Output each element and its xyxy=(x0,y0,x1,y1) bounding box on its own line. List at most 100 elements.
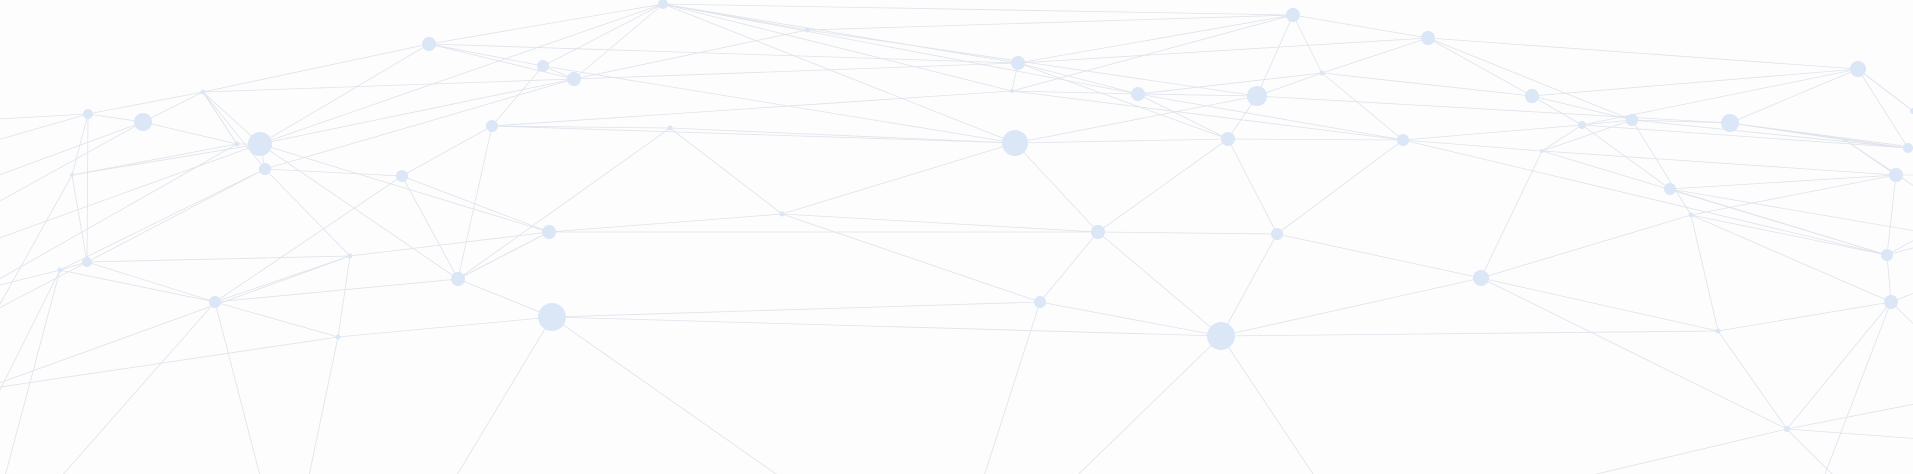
network-node xyxy=(1131,87,1145,101)
network-link xyxy=(1581,119,1633,126)
network-link xyxy=(0,174,73,305)
network-link xyxy=(457,231,550,280)
network-node xyxy=(1011,56,1025,70)
network-link xyxy=(428,43,1019,64)
network-link xyxy=(1690,214,1719,332)
network-link xyxy=(1402,139,1543,152)
network-link xyxy=(1631,119,1909,149)
network-link xyxy=(142,121,238,145)
network-link xyxy=(0,255,351,384)
network-link xyxy=(87,91,204,115)
network-link xyxy=(548,213,783,233)
network-link xyxy=(1480,277,1788,430)
network-link xyxy=(1531,95,1633,121)
network-node xyxy=(422,37,436,51)
network-node xyxy=(70,173,74,177)
network-node xyxy=(779,211,785,217)
network-node xyxy=(1421,31,1435,45)
network-link xyxy=(1886,240,1913,256)
network-node xyxy=(347,253,353,259)
network-node xyxy=(1207,322,1235,350)
network-link xyxy=(202,43,430,93)
network-link xyxy=(62,301,216,474)
network-link xyxy=(1137,93,1404,141)
network-link xyxy=(71,113,89,176)
network-link xyxy=(1014,138,1229,144)
network-node xyxy=(1850,61,1866,77)
network-link xyxy=(542,65,1016,144)
network-node xyxy=(1091,225,1105,239)
network-link xyxy=(573,62,1019,80)
network-link xyxy=(1890,293,1913,303)
network-link xyxy=(0,121,144,202)
network-link xyxy=(1220,330,1719,337)
network-link xyxy=(0,143,261,239)
network-link xyxy=(1480,214,1692,279)
network-link xyxy=(1321,72,1404,141)
network-link xyxy=(1786,301,1892,430)
network-link xyxy=(86,113,89,263)
network-link xyxy=(259,143,550,233)
network-node xyxy=(134,113,152,131)
network-link xyxy=(1427,37,1633,121)
network-link xyxy=(491,125,1016,144)
network-node xyxy=(1884,295,1898,309)
network-link xyxy=(1078,335,1222,474)
network-node xyxy=(1903,143,1913,153)
network-node xyxy=(538,303,566,331)
network-node xyxy=(1626,114,1638,126)
network-link xyxy=(551,316,1222,337)
network-link xyxy=(0,113,89,140)
network-link xyxy=(337,255,351,338)
network-link xyxy=(491,90,1013,127)
network-link xyxy=(1729,122,1913,148)
network-link xyxy=(1857,68,1913,112)
network-link xyxy=(781,142,1016,215)
network-link xyxy=(1292,14,1323,74)
network-link xyxy=(1256,95,1731,124)
network-node xyxy=(248,132,272,156)
network-link xyxy=(259,78,575,145)
network-link xyxy=(428,43,544,67)
network-node xyxy=(209,296,221,308)
network-link xyxy=(1137,72,1323,95)
network-link xyxy=(806,14,1294,31)
network-link xyxy=(542,3,664,67)
network-link xyxy=(214,175,403,303)
network-link xyxy=(1017,62,1139,95)
network-node xyxy=(335,334,341,340)
network-link xyxy=(214,278,459,303)
network-node xyxy=(1247,86,1267,106)
network-link xyxy=(1786,428,1833,474)
network-link xyxy=(259,143,459,280)
network-node xyxy=(1540,149,1544,153)
network-link xyxy=(0,269,61,286)
network-link xyxy=(214,255,351,303)
network-link xyxy=(1276,139,1404,235)
network-node xyxy=(1221,132,1235,146)
network-node xyxy=(200,89,206,95)
network-link xyxy=(1220,277,1482,337)
network-link xyxy=(1824,301,1892,474)
network-node xyxy=(259,163,271,175)
network-node xyxy=(451,272,465,286)
network-node xyxy=(486,120,498,132)
network-link xyxy=(1631,119,1692,216)
network-node xyxy=(1002,130,1028,156)
network-node xyxy=(1910,108,1913,114)
network-link xyxy=(551,301,1041,318)
network-link xyxy=(71,174,88,263)
network-link xyxy=(0,143,238,280)
network-link xyxy=(662,3,1139,95)
network-node xyxy=(1473,270,1489,286)
network-link xyxy=(1480,150,1543,279)
network-node xyxy=(1784,426,1790,432)
network-link xyxy=(491,125,671,129)
network-link xyxy=(1256,14,1294,97)
network-link xyxy=(1220,335,1314,474)
network-link xyxy=(662,3,1019,64)
network-link xyxy=(1886,254,1892,303)
network-link xyxy=(1531,68,1859,97)
network-link xyxy=(1292,14,1429,39)
